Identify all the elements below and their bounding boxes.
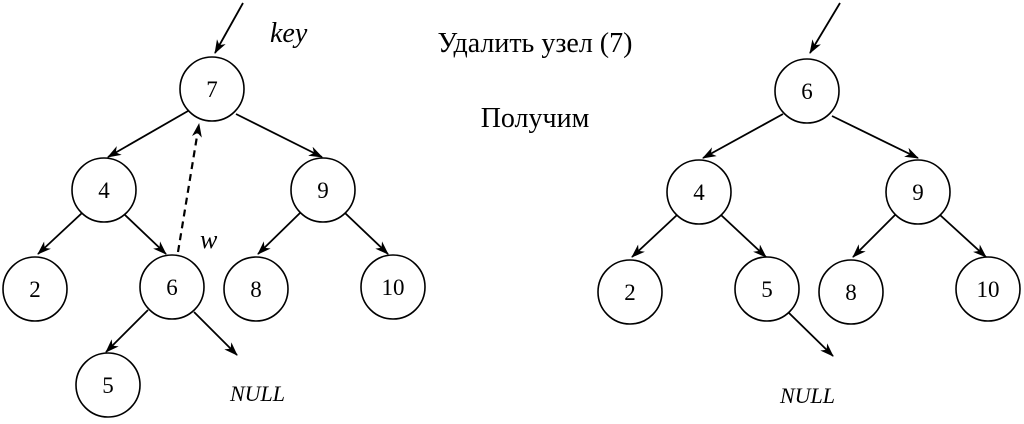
svg-text:10: 10 <box>382 275 405 300</box>
node-9-after: 9 <box>885 159 951 225</box>
node-6-after: 6 <box>774 58 840 124</box>
node-5: 5 <box>75 352 141 418</box>
edge-6-4-after <box>702 113 784 159</box>
before-tree-nodes: 7 4 9 2 6 8 10 5 <box>2 56 426 418</box>
edge-9-10 <box>344 212 389 255</box>
after-tree-nodes: 6 4 9 2 5 8 10 <box>597 58 1021 325</box>
svg-text:2: 2 <box>624 280 636 305</box>
node-10: 10 <box>360 254 426 320</box>
result-caption: Получим <box>481 103 590 134</box>
edge-4-5-after <box>720 214 767 258</box>
node-6: 6 <box>139 254 205 320</box>
svg-text:8: 8 <box>250 277 262 302</box>
null-label-left: NULL <box>229 381 285 406</box>
edge-5-null-after <box>788 312 834 357</box>
svg-text:4: 4 <box>98 178 110 203</box>
edge-7-4 <box>107 110 189 158</box>
edge-9-8 <box>257 212 301 255</box>
svg-text:8: 8 <box>845 280 857 305</box>
key-pointer-arrow <box>214 2 244 54</box>
edge-9-8-after <box>852 214 896 258</box>
node-2-after: 2 <box>597 259 663 325</box>
node-10-after: 10 <box>955 256 1021 322</box>
after-tree-edges <box>631 2 987 357</box>
node-4: 4 <box>71 157 137 223</box>
node-2: 2 <box>2 256 68 322</box>
svg-text:5: 5 <box>102 373 114 398</box>
edge-6-null <box>193 311 238 356</box>
edge-9-10-after <box>939 214 987 258</box>
svg-text:7: 7 <box>206 77 218 102</box>
svg-text:4: 4 <box>693 180 705 205</box>
edge-4-6 <box>124 214 167 255</box>
svg-text:10: 10 <box>977 277 1000 302</box>
node-7: 7 <box>179 56 245 122</box>
edge-6-5 <box>105 309 149 353</box>
svg-text:9: 9 <box>317 178 329 203</box>
root-pointer-arrow <box>809 2 841 54</box>
edge-4-2 <box>37 212 83 255</box>
node-8: 8 <box>223 256 289 322</box>
null-label-right: NULL <box>779 383 835 408</box>
svg-text:5: 5 <box>761 277 773 302</box>
node-5-after: 5 <box>734 256 800 322</box>
node-8-after: 8 <box>818 259 884 325</box>
edge-6-9-after <box>831 115 919 159</box>
svg-text:6: 6 <box>801 79 813 104</box>
node-9: 9 <box>290 157 356 223</box>
edge-7-9 <box>235 113 323 158</box>
svg-text:9: 9 <box>912 180 924 205</box>
delete-caption: Удалить узел (7) <box>438 28 633 59</box>
svg-text:6: 6 <box>166 275 178 300</box>
dashed-w-arrow <box>176 123 202 253</box>
svg-text:2: 2 <box>29 277 41 302</box>
key-label: key <box>270 18 308 49</box>
before-tree-edges <box>37 2 389 356</box>
w-label: w <box>200 225 218 254</box>
edge-4-2-after <box>631 214 678 258</box>
node-4-after: 4 <box>666 159 732 225</box>
